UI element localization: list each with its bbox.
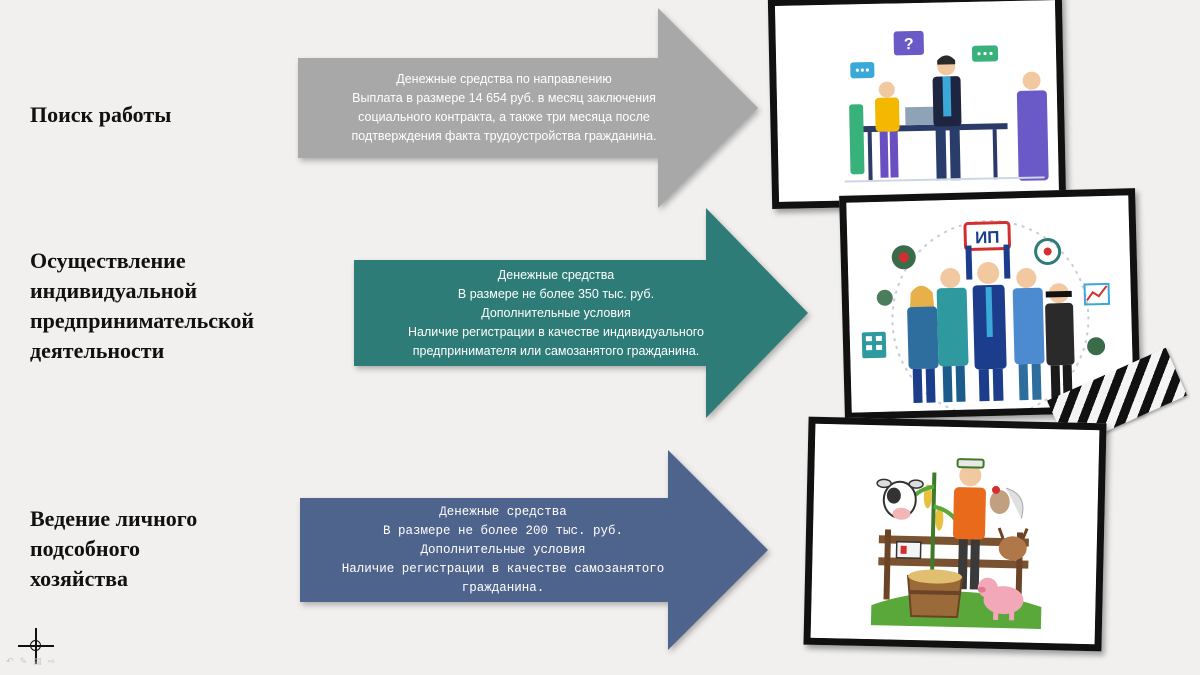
row-label-job-search: Поиск работы <box>30 102 172 127</box>
text-line: Денежные средства <box>497 267 615 282</box>
slideshow-nav: ↶ ✎ ▤ ⇨ <box>6 657 55 667</box>
arrow-text-personal-farm: Денежные средства В размере не более 200… <box>300 498 706 602</box>
text-line: Дополнительные условия <box>420 542 586 557</box>
text-line: В размере не более 200 тыс. руб. <box>382 523 624 538</box>
pen-icon[interactable]: ✎ <box>19 657 28 667</box>
crosshair-circle <box>30 640 41 651</box>
arrow-entrepreneurship <box>354 208 808 418</box>
arrow-job-search <box>298 8 758 208</box>
image-entrepreneurship: ИП <box>839 188 1141 420</box>
crosshair-icon <box>18 628 54 664</box>
text-line: Наличие регистрации в качестве самозанят… <box>341 561 665 576</box>
arrow-left-icon[interactable]: ↶ <box>6 657 14 667</box>
image-job-search: ? <box>767 0 1067 210</box>
text-line: подтверждения факта трудоустройства граж… <box>351 129 657 143</box>
text-line: предпринимателя или самозанятого граждан… <box>412 343 700 358</box>
arrow-shape <box>298 8 758 208</box>
menu-icon[interactable]: ▤ <box>33 657 42 667</box>
text-line: Дополнительные условия <box>481 305 631 320</box>
business-sign-text: ИП <box>975 228 1000 248</box>
entrepreneurship-illustration: ИП <box>846 195 1134 413</box>
row-label-personal-farm: Ведение личного подсобного хозяйства <box>30 506 198 591</box>
arrow-text-job-search: Денежные средства по направлению Выплата… <box>298 58 710 158</box>
text-line: гражданина. <box>461 580 545 595</box>
text-line: Денежные средства <box>439 504 567 519</box>
arrow-personal-farm <box>300 450 768 650</box>
arrow-right-icon[interactable]: ⇨ <box>47 657 56 667</box>
text-line: социального контракта, а также три месяц… <box>358 110 650 124</box>
text-line: Денежные средства по направлению <box>396 72 612 86</box>
text-line: Наличие регистрации в качестве индивидуа… <box>407 324 705 339</box>
arrow-shape <box>300 450 768 650</box>
personal-farm-illustration <box>810 423 1100 645</box>
job-search-illustration: ? <box>774 0 1060 202</box>
arrow-text-entrepreneurship: Денежные средства В размере не более 350… <box>354 260 758 366</box>
text-line: Выплата в размере 14 654 руб. в месяц за… <box>352 91 656 105</box>
image-personal-farm <box>803 416 1107 652</box>
text-line: В размере не более 350 тыс. руб. <box>457 286 655 301</box>
row-label-entrepreneurship: Осуществление индивидуальной предпринима… <box>30 248 255 363</box>
bubble-question-text: ? <box>904 36 914 53</box>
arrow-shape <box>354 208 808 418</box>
